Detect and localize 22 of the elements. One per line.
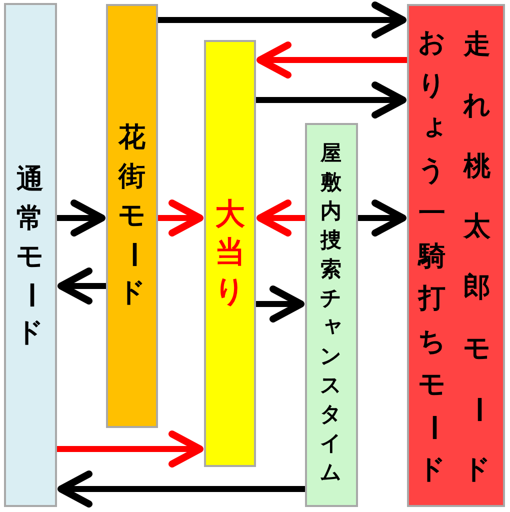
arrow (57, 200, 106, 236)
state-box (407, 4, 505, 507)
arrow (58, 268, 106, 304)
arrow (256, 42, 407, 78)
arrow (358, 200, 406, 236)
arrow (158, 2, 406, 38)
arrow (256, 82, 406, 118)
state-box (305, 123, 358, 507)
state-label: おりょう一騎打ちモード (416, 26, 449, 488)
state-box (204, 40, 256, 467)
state-label: 大当り (214, 196, 246, 311)
arrow (58, 470, 305, 508)
state-label: 花街モード (116, 121, 149, 310)
arrow (158, 200, 204, 236)
state-box (4, 3, 57, 507)
state-label: 屋敷内捜索チャンスタイム (319, 140, 344, 486)
arrow (57, 430, 204, 468)
state-box (106, 4, 158, 428)
arrow (256, 200, 305, 236)
state-label: 走れ桃太郎モード (461, 28, 494, 488)
state-label: 通常モード (14, 163, 47, 350)
arrow (256, 286, 304, 322)
